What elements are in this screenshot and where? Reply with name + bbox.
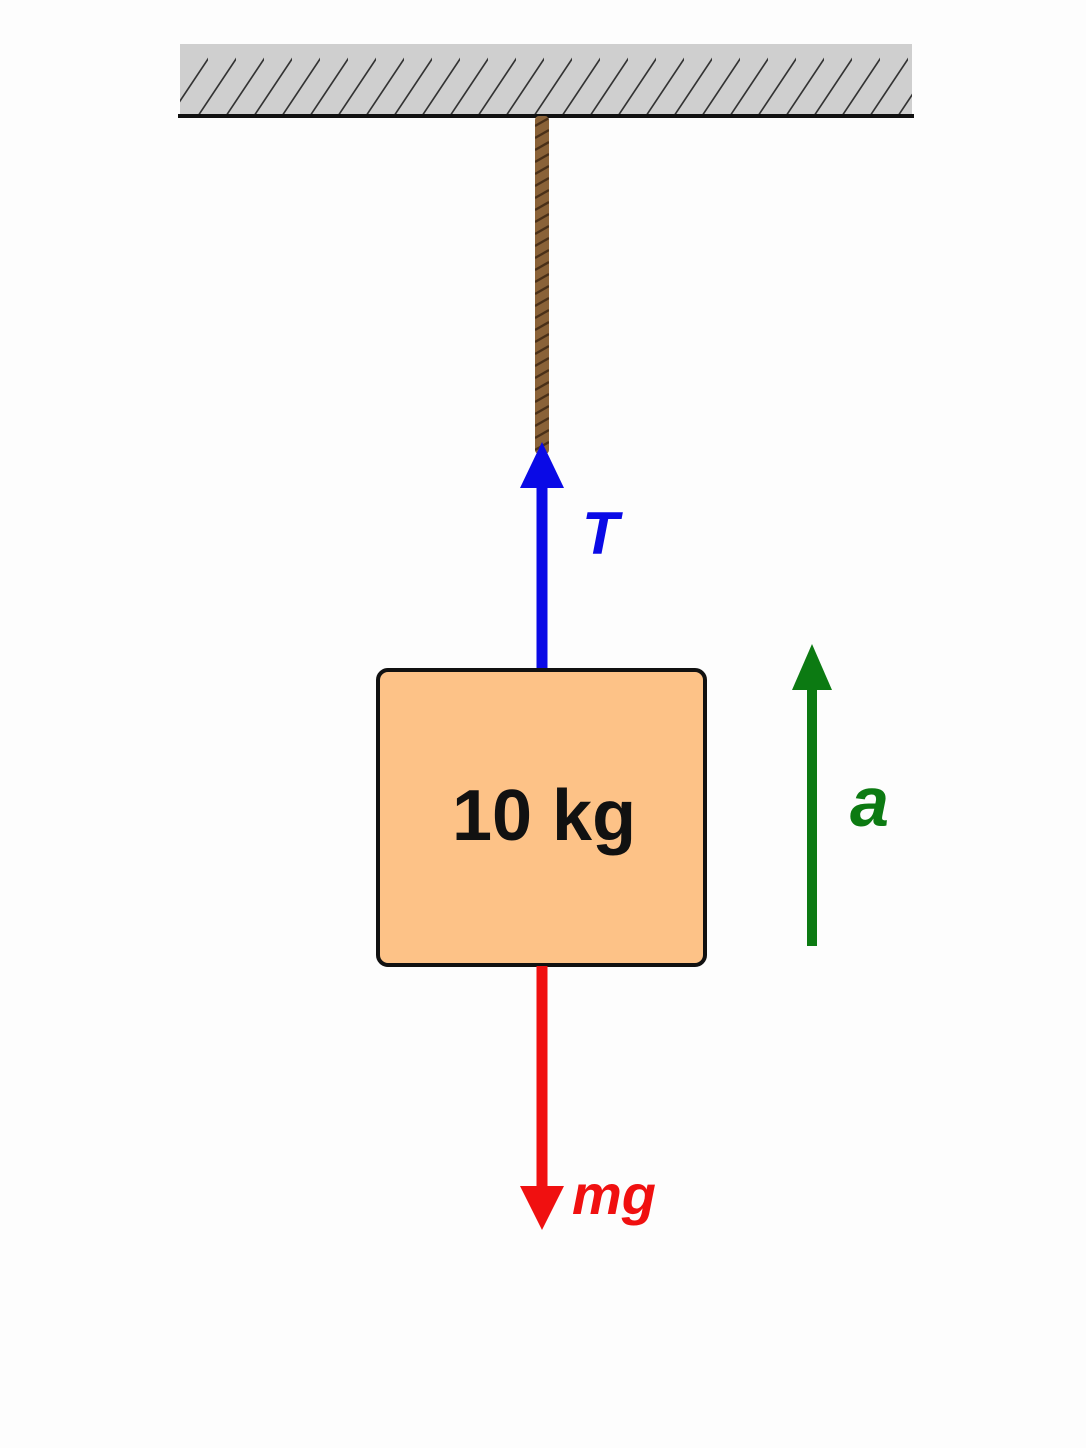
ceiling [178, 44, 914, 118]
mass-block [376, 668, 707, 967]
tension-arrow [520, 442, 564, 672]
acceleration-label: a [850, 763, 889, 841]
weight-arrow [520, 966, 564, 1230]
tension-label: T [582, 500, 623, 567]
mass-label: 10 kg [452, 776, 636, 856]
rope [535, 116, 549, 454]
weight-label: mg [572, 1163, 656, 1226]
acceleration-arrow [792, 644, 832, 946]
